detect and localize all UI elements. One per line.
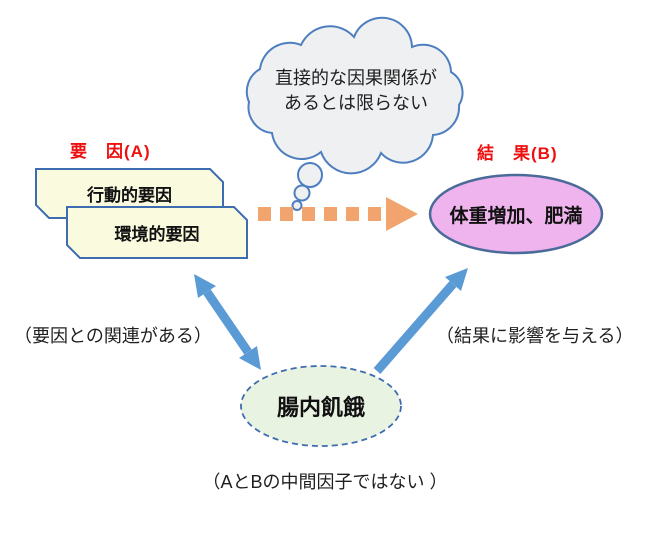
thought-tail-bubbles-icon: [291, 162, 323, 211]
mediator-ellipse-shape: [240, 365, 402, 447]
caption-bottom: （AとBの中間因子ではない ）: [202, 472, 448, 492]
result-node-label: 体重増加、肥満: [449, 205, 583, 227]
double-arrow-factors-mediator: [194, 274, 261, 370]
factor-box-1-label: 行動的要因: [87, 186, 172, 205]
arrow-mediator-result: [373, 268, 468, 374]
effect-label: 結 果(B): [477, 144, 558, 163]
cause-label: 要 因(A): [70, 142, 151, 161]
thought-cloud-text: 直接的な因果関係が あるとは限らない: [258, 66, 454, 116]
mediator-node-label: 腸内飢餓: [276, 395, 365, 420]
factor-box-2-label: 環境的要因: [114, 225, 200, 244]
thought-cloud-shape: [245, 16, 464, 175]
cloud-text-line2: あるとは限らない: [284, 93, 428, 113]
factor-box-2-shape: [66, 206, 248, 259]
cloud-text-line1: 直接的な因果関係が: [275, 68, 437, 88]
result-ellipse-shape: [428, 173, 604, 255]
caption-right: （結果に影響を与える）: [436, 326, 634, 346]
dashed-causal-arrow: [258, 197, 418, 231]
caption-left: （要因との関連がある）: [14, 326, 212, 346]
